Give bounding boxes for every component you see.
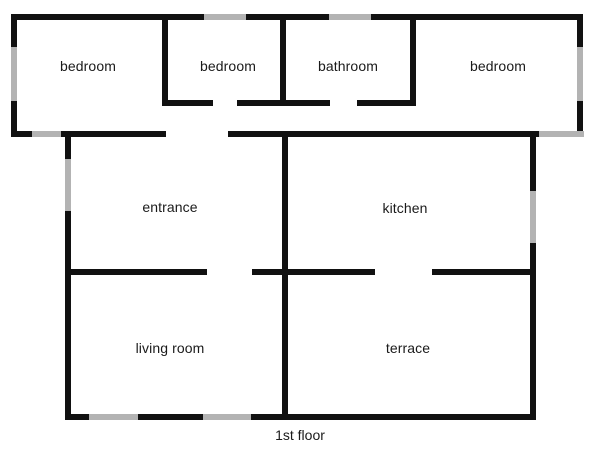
wall-bed2-bottom-left xyxy=(162,100,213,106)
room-label-living-room: living room xyxy=(135,340,205,356)
wall-center-vertical-wall xyxy=(282,131,288,420)
wall-lower-outer-right-2 xyxy=(530,242,536,420)
room-label-bedroom-top-left: bedroom xyxy=(60,58,116,74)
window-entrance-left xyxy=(65,159,71,211)
wall-lower-outer-left-2 xyxy=(65,210,71,420)
wall-lower-outer-right xyxy=(530,131,536,192)
wall-bath-bottom-left xyxy=(280,100,330,106)
window-bed3-bottom xyxy=(539,131,584,137)
window-living-bottom-a xyxy=(89,414,138,420)
window-bath-top xyxy=(329,14,371,20)
wall-bath-bottom-right xyxy=(357,100,416,106)
window-bed2-top xyxy=(204,14,246,20)
wall-upper-outer-bottom-left-2 xyxy=(60,131,166,137)
wall-bed2-bottom-right xyxy=(237,100,286,106)
window-bed1-left xyxy=(11,47,17,101)
window-living-bottom-b xyxy=(203,414,251,420)
wall-lower-outer-bottom-c xyxy=(250,414,536,420)
wall-lower-outer-bottom-a xyxy=(65,414,90,420)
wall-upper-outer-bottom-left xyxy=(11,131,33,137)
window-bed3-right xyxy=(577,47,583,101)
wall-cross-horizontal xyxy=(252,269,375,275)
wall-upper-outer-bottom-right xyxy=(228,131,540,137)
room-label-bathroom-top: bathroom xyxy=(318,58,378,74)
wall-divider-bath-bed3 xyxy=(410,14,416,106)
wall-upper-outer-right-upper xyxy=(577,14,583,48)
floor-plan-caption: 1st floor xyxy=(275,427,325,443)
room-label-bedroom-top-right: bedroom xyxy=(470,58,526,74)
wall-upper-outer-top-left xyxy=(11,14,205,20)
wall-entrance-living-divider xyxy=(65,269,207,275)
window-kitchen-right xyxy=(530,191,536,243)
wall-upper-outer-top-right xyxy=(370,14,583,20)
wall-upper-outer-left-upper xyxy=(11,14,17,48)
wall-divider-bed1-bed2 xyxy=(162,14,168,106)
wall-divider-bed2-bath xyxy=(280,14,286,106)
wall-kitchen-terrace-divider xyxy=(432,269,536,275)
wall-lower-outer-left xyxy=(65,131,71,160)
room-label-terrace: terrace xyxy=(385,340,431,356)
room-label-kitchen: kitchen xyxy=(382,200,428,216)
window-bed1-bottom xyxy=(32,131,61,137)
wall-upper-outer-left-lower xyxy=(11,100,17,137)
room-label-bedroom-top-mid: bedroom xyxy=(200,58,256,74)
wall-upper-outer-right-lower xyxy=(577,100,583,137)
wall-lower-outer-bottom-b xyxy=(137,414,204,420)
wall-upper-outer-top-mid xyxy=(245,14,330,20)
room-label-entrance: entrance xyxy=(142,199,198,215)
